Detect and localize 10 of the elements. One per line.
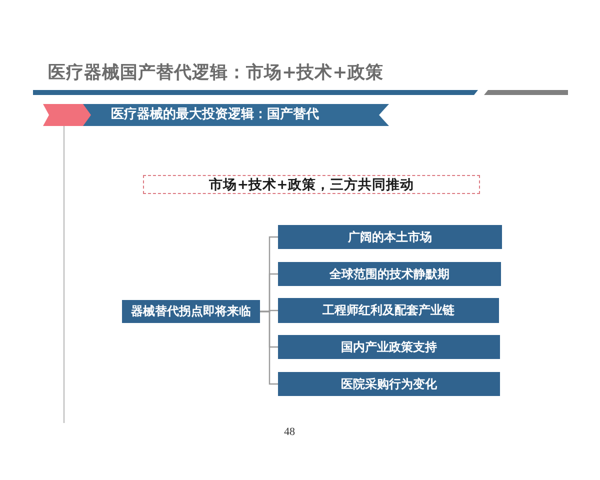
slide-title: 医疗器械国产替代逻辑：市场+技术+政策 — [48, 62, 384, 84]
dashed-box: 市场+技术+政策，三方共同推动 — [143, 175, 480, 194]
process-box: 工程师红利及配套产业链 — [278, 298, 499, 323]
page-number: 48 — [284, 426, 295, 438]
process-box: 全球范围的技术静默期 — [278, 262, 501, 286]
process-box: 广阔的本土市场 — [278, 225, 502, 249]
connector-line — [260, 310, 278, 385]
process-box: 医院采购行为变化 — [278, 372, 500, 396]
process-box: 器械替代拐点即将来临 — [122, 300, 260, 323]
process-box: 国内产业政策支持 — [278, 335, 500, 359]
